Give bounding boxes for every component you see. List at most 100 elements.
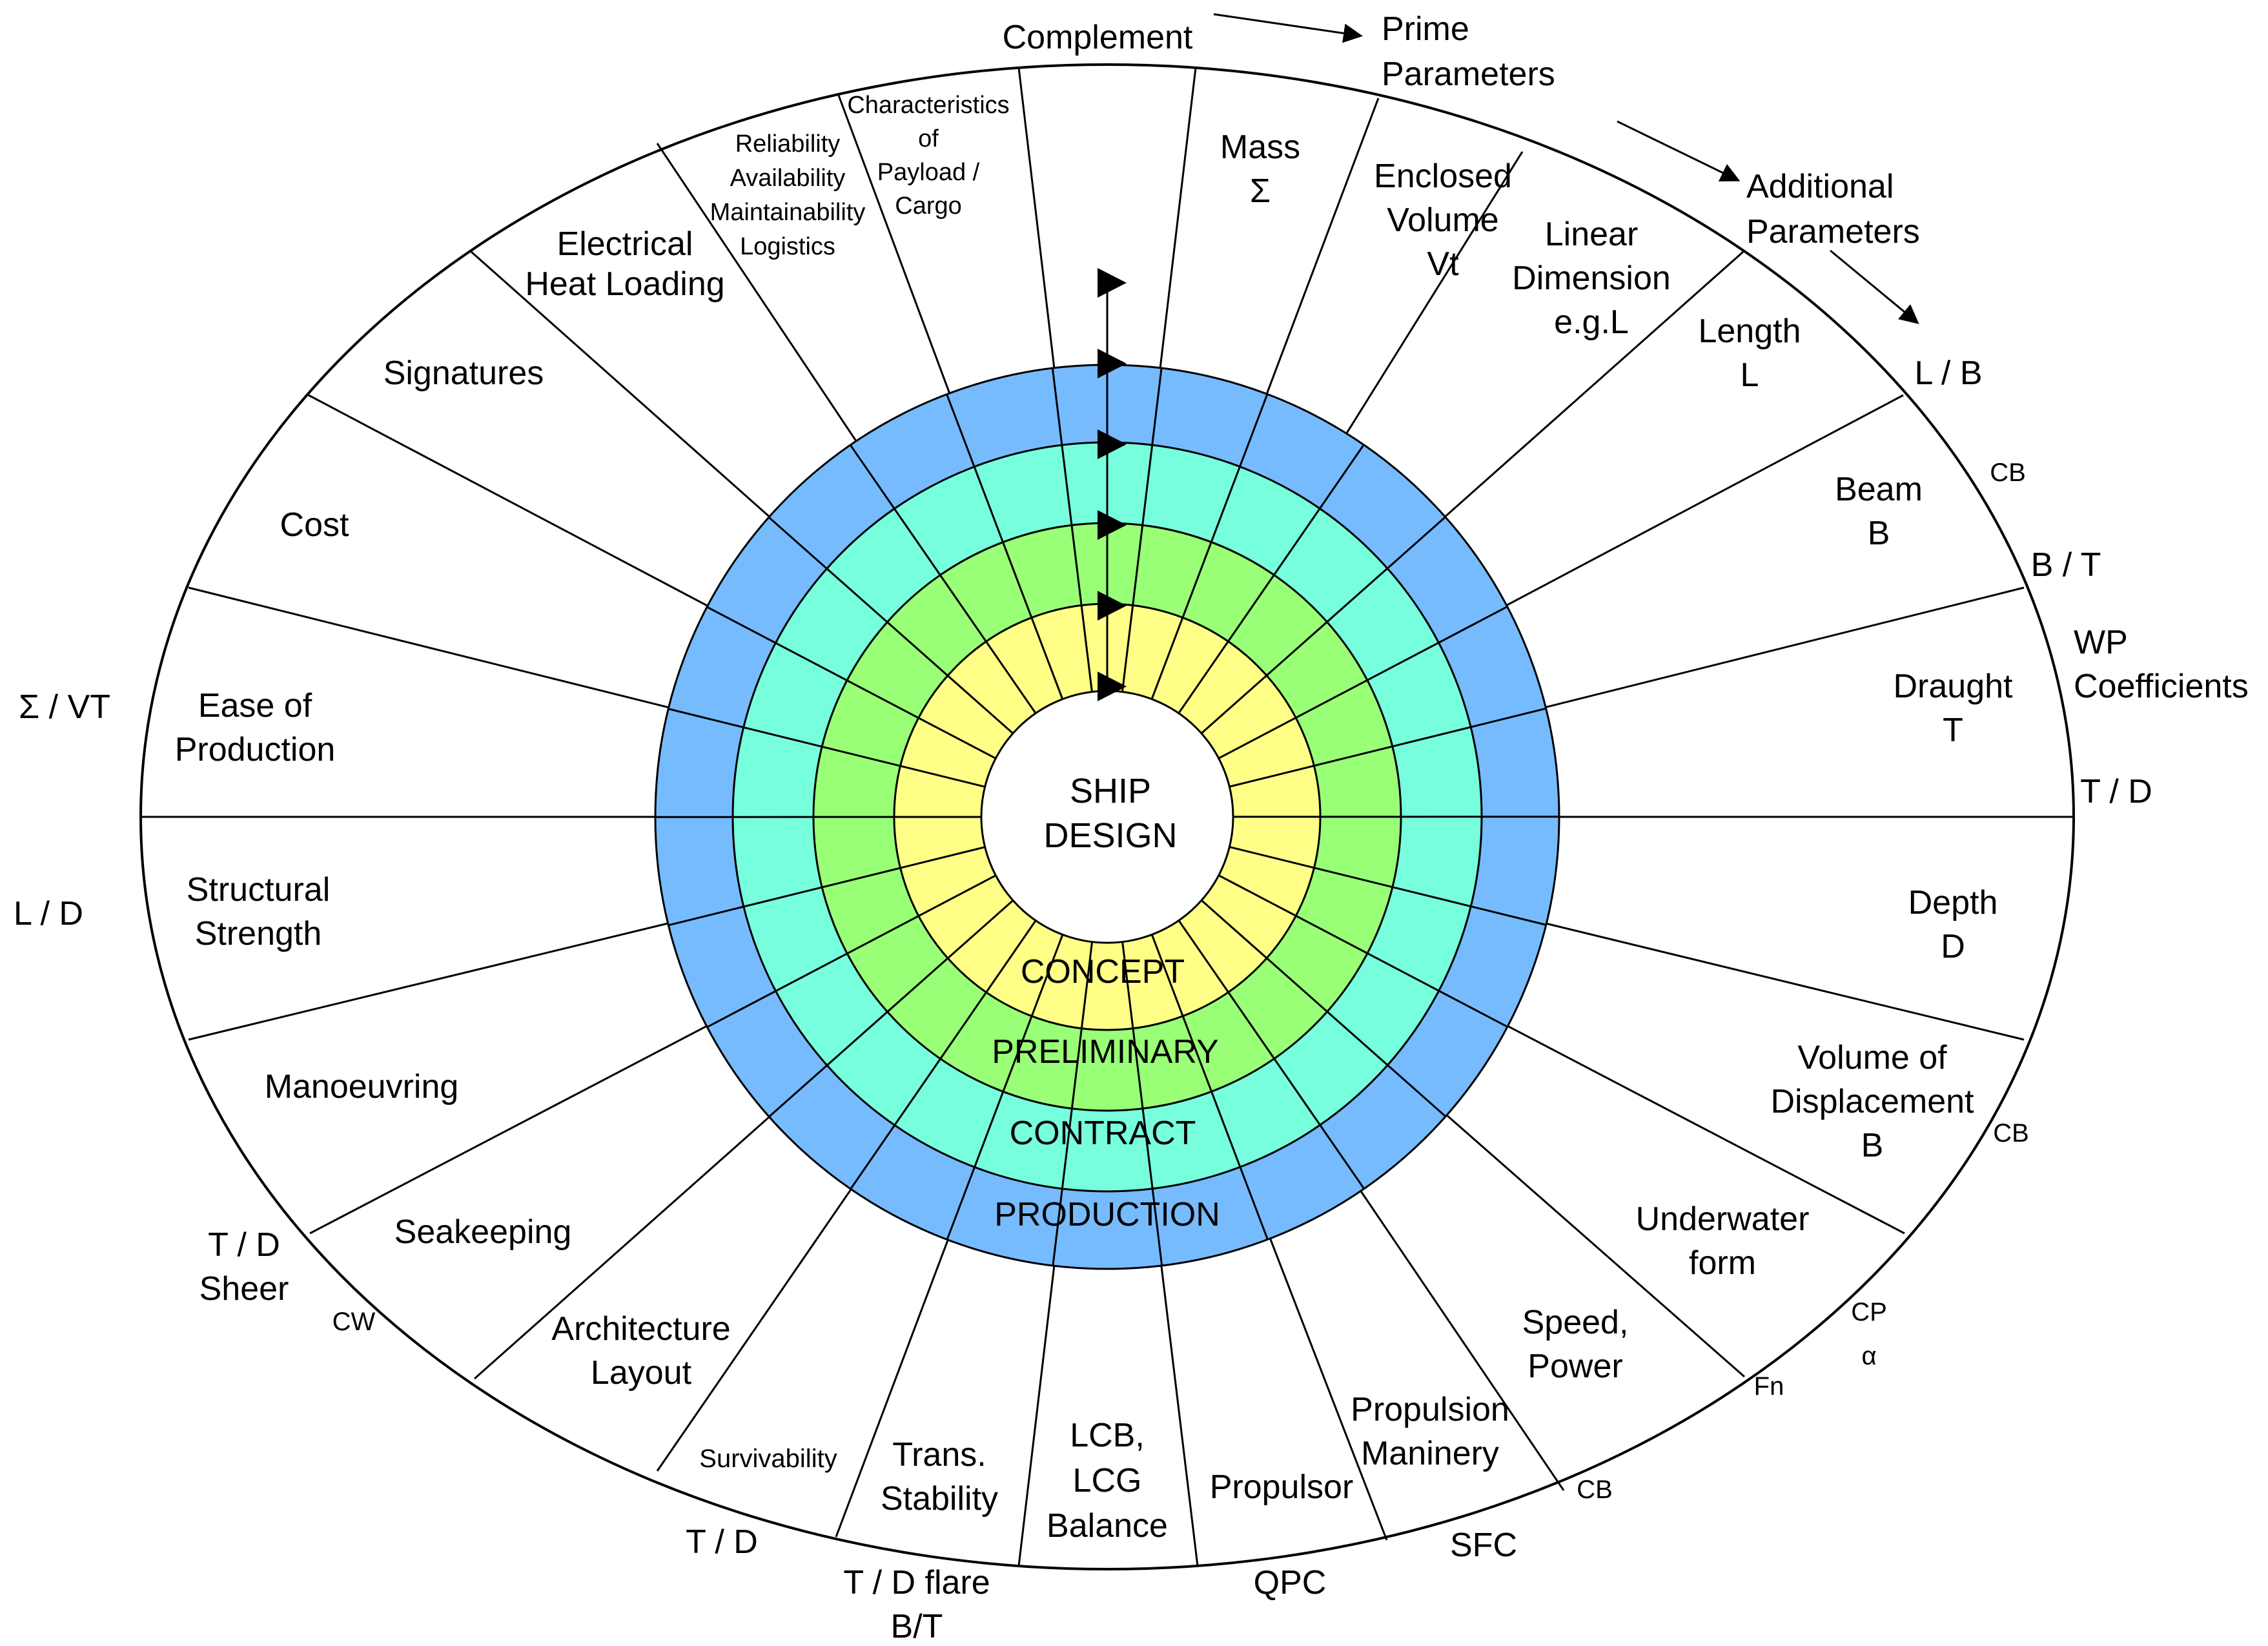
sector-label-structural-strength: Strength: [195, 915, 322, 952]
ring-spoke: [706, 874, 997, 1028]
sector-label-lcb-lcg: LCB,: [1070, 1417, 1145, 1454]
sector-label-propulsion-machinery: Maninery: [1361, 1435, 1499, 1472]
sector-label-payload-characteristics: Payload /: [877, 159, 980, 186]
sector-label-electrical-heat-loading: Heat Loading: [525, 265, 724, 303]
param-label-t-d-2: T / D: [686, 1523, 758, 1561]
sector-label-underwater-form: form: [1689, 1244, 1756, 1282]
arrow-icon: [1098, 429, 1127, 459]
param-label-cw: CW: [332, 1308, 376, 1336]
sector-label-electrical-heat-loading: Electrical: [557, 225, 693, 263]
ring-spoke: [1051, 367, 1093, 692]
sector-label-beam: B: [1868, 515, 1890, 552]
sector-label-architecture-layout: Layout: [591, 1354, 692, 1392]
ring-spoke: [1218, 606, 1508, 759]
sector-label-linear-dimension: Dimension: [1512, 260, 1671, 297]
sector-label-underwater-form: Underwater: [1636, 1200, 1810, 1238]
sector-label-length: Length: [1698, 313, 1801, 350]
sector-label-propulsor: Propulsor: [1210, 1468, 1354, 1506]
sector-label-payload-characteristics: Characteristics: [847, 92, 1009, 119]
arrow-icon: [1098, 510, 1127, 540]
sector-label-draught: Draught: [1894, 668, 2014, 705]
arrow-icon: [1098, 268, 1127, 298]
ring-spoke: [1178, 920, 1365, 1189]
param-label-qpc: QPC: [1254, 1564, 1327, 1601]
arrow-icon: [1098, 672, 1127, 701]
ring-spoke: [1121, 941, 1163, 1266]
stage-label-production: PRODUCTION: [994, 1196, 1220, 1233]
stage-label-preliminary: PRELIMINARY: [992, 1033, 1219, 1071]
sector-label-linear-dimension: Linear: [1545, 216, 1639, 253]
sector-label-architecture-layout: Architecture: [551, 1310, 730, 1348]
stage-label-concept: CONCEPT: [1021, 953, 1185, 991]
arrow-icon: [1098, 349, 1127, 378]
ring-spoke: [1218, 874, 1508, 1028]
sector-label-trans-stability: Trans.: [892, 1436, 986, 1474]
flow-additional-line1: Additional: [1746, 168, 1894, 205]
sector-label-depth: Depth: [1908, 884, 1998, 921]
additional-to-ratios-arrow: [1830, 249, 1919, 324]
sector-label-volume-displacement: Displacement: [1770, 1083, 1974, 1120]
ring-spoke: [1201, 900, 1447, 1118]
ring-spoke: [768, 516, 1014, 734]
sector-label-beam: Beam: [1835, 471, 1923, 508]
flow-complement: Complement: [1003, 19, 1193, 56]
param-label-sigma-vt: Σ / VT: [19, 688, 110, 726]
sector-label-reliability: Maintainability: [710, 199, 866, 226]
ring-spoke: [668, 708, 986, 788]
param-label-cp-alpha: α: [1861, 1342, 1876, 1370]
sector-label-payload-characteristics: Cargo: [895, 192, 962, 220]
sector-label-enclosed-volume: Vt: [1427, 245, 1459, 283]
ring-spoke: [1150, 934, 1269, 1240]
sector-label-ease-of-production: Ease of: [198, 687, 312, 725]
sector-label-reliability: Logistics: [740, 233, 835, 260]
sector-label-draught: T: [1943, 712, 1963, 749]
sector-label-signatures: Signatures: [383, 355, 544, 392]
center-label-line2: DESIGN: [1043, 816, 1177, 855]
sector-label-mass: Σ: [1250, 172, 1271, 210]
param-label-cb-2: CB: [1993, 1119, 2029, 1147]
sector-label-linear-dimension: e.g.L: [1554, 303, 1629, 341]
ring-spoke: [946, 394, 1064, 700]
sector-label-speed-power: Speed,: [1522, 1304, 1629, 1341]
param-label-wp-coefficients: Coefficients: [2074, 668, 2249, 705]
sector-label-enclosed-volume: Volume: [1387, 201, 1498, 239]
sector-label-payload-characteristics: of: [918, 125, 939, 152]
complement-to-prime-arrow: [1213, 13, 1363, 43]
sector-label-propulsion-machinery: Propulsion: [1351, 1391, 1509, 1428]
sector-label-mass: Mass: [1220, 129, 1300, 166]
ring-spoke: [1229, 707, 1546, 788]
ring-spoke: [706, 606, 996, 759]
stage-label-contract: CONTRACT: [1010, 1115, 1196, 1152]
sector-label-reliability: Availability: [730, 165, 846, 192]
param-label-td-flare-bt: B/T: [891, 1608, 943, 1645]
sector-label-manoeuvring: Manoeuvring: [265, 1068, 459, 1106]
param-label-sfc: SFC: [1450, 1527, 1517, 1564]
ring-spoke: [850, 920, 1037, 1190]
param-label-l-d: L / D: [14, 895, 83, 932]
param-label-td-sheer: Sheer: [199, 1270, 289, 1308]
sector-label-ease-of-production: Production: [175, 731, 336, 768]
param-label-td-sheer: T / D: [208, 1226, 280, 1264]
sector-label-trans-stability: Stability: [881, 1480, 998, 1517]
ring-spoke: [1121, 367, 1163, 692]
sector-label-volume-displacement: Volume of: [1797, 1039, 1947, 1076]
param-label-cb-3: CB: [1577, 1476, 1613, 1504]
flow-prime-line1: Prime: [1382, 10, 1469, 48]
param-label-wp-coefficients: WP: [2074, 624, 2128, 661]
sector-label-volume-displacement: B: [1861, 1127, 1884, 1164]
param-label-b-t: B / T: [2031, 546, 2101, 584]
flow-prime-line2: Parameters: [1382, 56, 1555, 93]
param-label-td-flare-bt: T / D flare: [843, 1564, 990, 1601]
center-label-line1: SHIP: [1070, 772, 1151, 810]
ring-spoke: [1178, 444, 1365, 714]
sector-label-enclosed-volume: Enclosed: [1374, 158, 1512, 195]
sector-label-survivability: Survivability: [699, 1445, 837, 1473]
ring-spoke: [1150, 393, 1269, 700]
param-label-fn: Fn: [1754, 1372, 1784, 1401]
ring-spoke: [768, 900, 1014, 1118]
param-label-cb-1: CB: [1990, 458, 2026, 487]
param-label-l-b: L / B: [1914, 355, 1982, 392]
sector-label-depth: D: [1941, 928, 1965, 965]
